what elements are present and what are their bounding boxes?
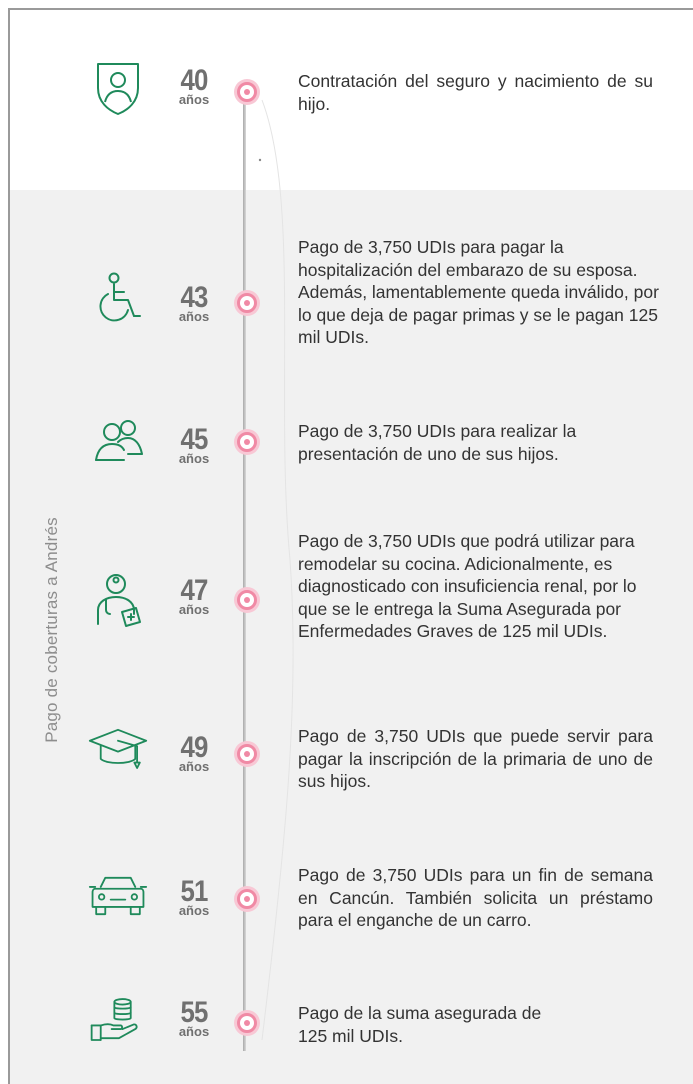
graduation-cap-icon: [85, 718, 151, 778]
timeline-marker: [237, 590, 257, 610]
age-label: 47 años: [172, 574, 216, 617]
event-description: Pago de la suma asegurada de 125 mil UDI…: [298, 1003, 542, 1046]
shield-person-icon: [85, 58, 151, 118]
timeline-marker: [237, 432, 257, 452]
age-number: 55: [180, 996, 209, 1029]
age-number: 40: [180, 64, 209, 97]
parent-child-icon: [85, 412, 151, 472]
header-band: [10, 10, 693, 190]
hand-coins-icon: [85, 990, 151, 1050]
age-number: 43: [180, 281, 209, 314]
age-label: 55 años: [172, 996, 216, 1039]
timeline-marker: [237, 1013, 257, 1033]
age-label: 45 años: [172, 423, 216, 466]
event-description: Pago de 3,750 UDIs para pagar la hospita…: [298, 237, 659, 347]
wheelchair-icon: [85, 270, 151, 330]
timeline-marker: [237, 82, 257, 102]
age-label: 51 años: [172, 875, 216, 918]
car-icon: [85, 866, 151, 926]
age-label: 40 años: [172, 64, 216, 107]
timeline-marker: [237, 293, 257, 313]
event-description: Pago de 3,750 UDIs para realizar la pres…: [298, 421, 577, 464]
age-unit: años: [178, 1024, 210, 1039]
content-band: [10, 190, 693, 1084]
age-unit: años: [178, 903, 210, 918]
age-number: 49: [180, 731, 209, 764]
age-number: 51: [180, 875, 209, 908]
event-description: Pago de 3,750 UDIs que puede servir para…: [298, 726, 653, 791]
age-number: 45: [180, 423, 209, 456]
side-label: Pago de coberturas a Andrés: [42, 517, 61, 743]
timeline-line: [243, 86, 246, 1051]
age-unit: años: [178, 451, 210, 466]
age-unit: años: [178, 92, 210, 107]
age-unit: años: [178, 759, 210, 774]
age-label: 49 años: [172, 731, 216, 774]
age-unit: años: [178, 309, 210, 324]
event-description: Pago de 3,750 UDIs para un fin de semana…: [298, 865, 653, 930]
timeline-panel: [8, 8, 693, 1084]
timeline-marker: [237, 744, 257, 764]
doctor-icon: [85, 570, 151, 630]
event-description: Pago de 3,750 UDIs que podrá utilizar pa…: [298, 531, 637, 641]
age-unit: años: [178, 602, 210, 617]
timeline-marker: [237, 889, 257, 909]
age-label: 43 años: [172, 281, 216, 324]
age-number: 47: [180, 574, 209, 607]
event-description: Contratación del seguro y nacimiento de …: [298, 71, 653, 114]
